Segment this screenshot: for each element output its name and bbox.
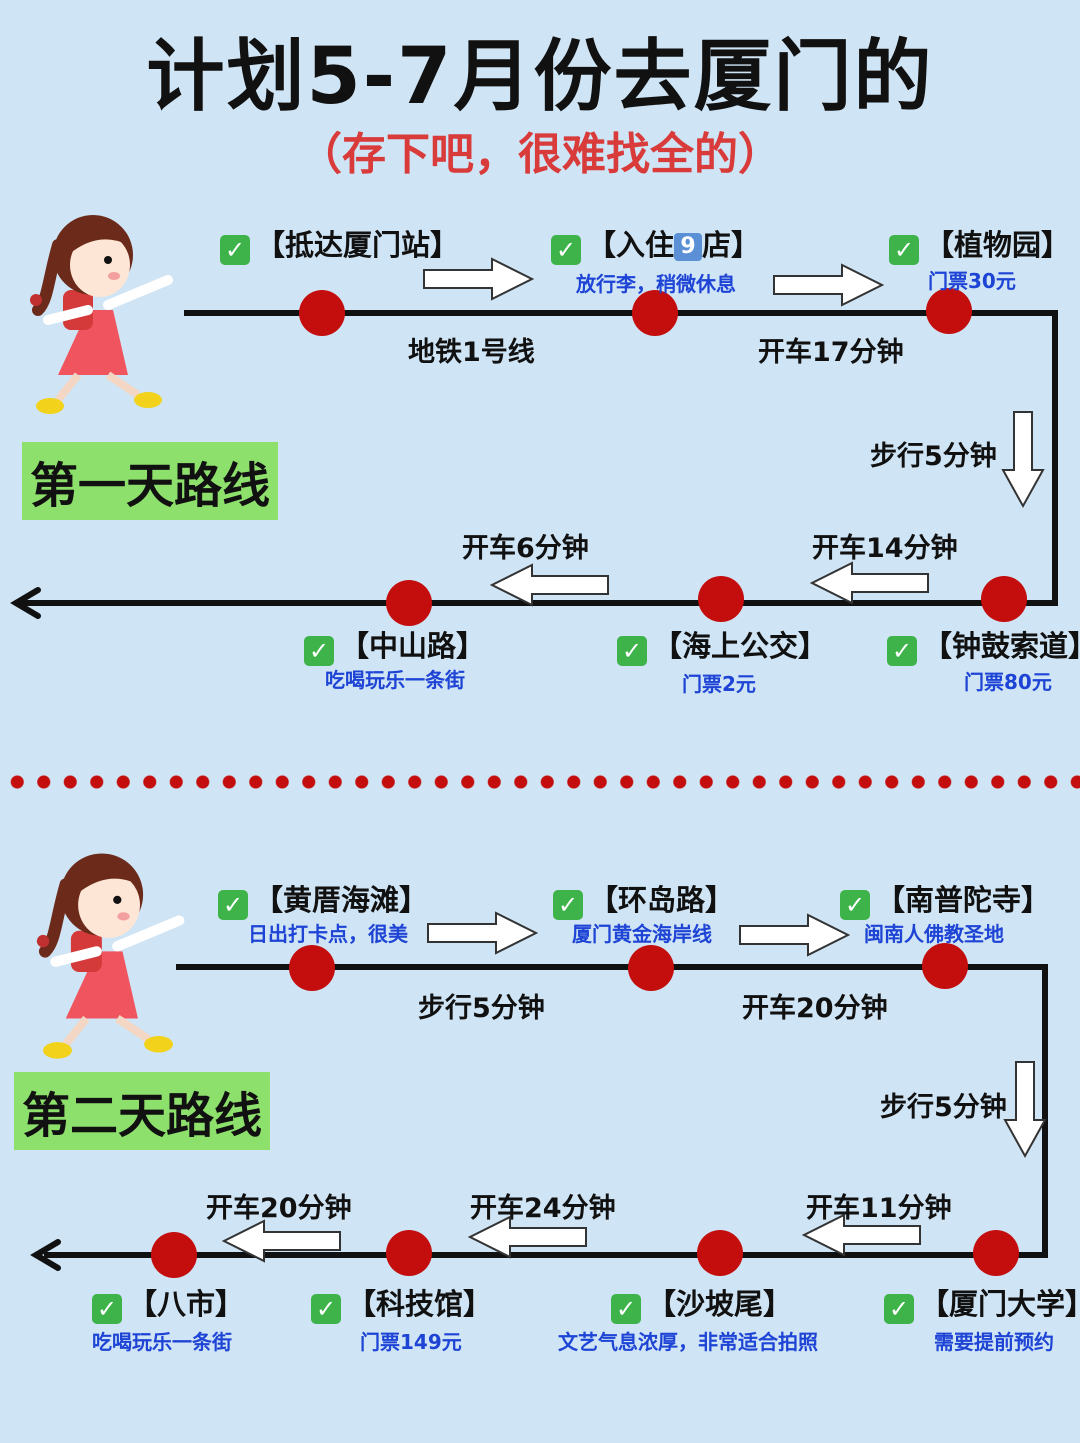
day1-stop-note: 吃喝玩乐一条街 xyxy=(325,668,465,692)
day1-segment-label: 开车14分钟 xyxy=(812,533,958,564)
day1-stop-note: 门票2元 xyxy=(682,672,756,696)
check-mark-icon: ✓ xyxy=(889,235,919,265)
day1-stop-dot xyxy=(926,288,972,334)
day1-stop-note: 放行李，稍微休息 xyxy=(576,272,736,296)
day1-route-line-bottom xyxy=(22,600,1058,606)
day2-stop-note: 日出打卡点，很美 xyxy=(248,922,408,946)
day2-stop-name: ✓【沙坡尾】 xyxy=(611,1281,792,1324)
hollow-arrow-right-icon xyxy=(739,913,851,957)
day1-stop-dot xyxy=(299,290,345,336)
check-mark-icon: ✓ xyxy=(218,890,248,920)
route-end-arrowhead-icon xyxy=(10,587,41,619)
day1-stop-name: ✓【海上公交】 xyxy=(617,623,827,666)
day2-segment-label: 开车11分钟 xyxy=(806,1193,952,1224)
day1-stop-dot xyxy=(698,576,744,622)
day2-stop-name: ✓【厦门大学】 xyxy=(884,1281,1080,1324)
hollow-arrow-left-icon xyxy=(489,563,609,607)
day1-stop-dot xyxy=(632,290,678,336)
day2-stop-dot xyxy=(697,1230,743,1276)
day2-stop-dot xyxy=(386,1230,432,1276)
day1-route-line-top xyxy=(184,310,1058,316)
hollow-arrow-right-icon xyxy=(773,263,885,307)
day2-label: 第二天路线 xyxy=(14,1072,271,1150)
day2-stop-name: ✓【八市】 xyxy=(92,1281,244,1324)
page-subtitle: （存下吧，很难找全的） xyxy=(298,129,782,180)
day1-stop-dot xyxy=(386,580,432,626)
check-mark-icon: ✓ xyxy=(551,235,581,265)
day1-stop-dot xyxy=(981,576,1027,622)
hollow-arrow-down-icon xyxy=(1001,411,1045,509)
day1-stop-name: ✓【抵达厦门站】 xyxy=(220,222,459,265)
check-mark-icon: ✓ xyxy=(617,636,647,666)
day2-stop-name: ✓【黄厝海滩】 xyxy=(218,877,428,920)
day2-stop-name: ✓【环岛路】 xyxy=(553,877,734,920)
hollow-arrow-left-icon xyxy=(801,1213,921,1257)
day2-stop-name: ✓【科技馆】 xyxy=(311,1281,492,1324)
day2-route-line-right xyxy=(1042,964,1048,1258)
day1-segment-label: 地铁1号线 xyxy=(408,337,535,368)
day2-route-line-top xyxy=(176,964,1048,970)
day1-segment-label: 开车17分钟 xyxy=(758,337,904,368)
day2-segment-label: 开车24分钟 xyxy=(470,1193,616,1224)
page-title: 计划5-7月份去厦门的 xyxy=(146,32,934,122)
day1-stop-note: 门票30元 xyxy=(928,269,1016,293)
girl-walking-illustration xyxy=(36,853,185,1059)
day2-segment-label: 步行5分钟 xyxy=(880,1092,1007,1123)
day2-stop-note: 闽南人佛教圣地 xyxy=(864,922,1004,946)
check-mark-icon: ✓ xyxy=(304,636,334,666)
check-mark-icon: ✓ xyxy=(553,890,583,920)
day2-stop-dot xyxy=(151,1232,197,1278)
day2-stop-note: 文艺气息浓厚，非常适合拍照 xyxy=(558,1330,818,1354)
day2-stop-note: 门票149元 xyxy=(360,1330,462,1354)
day2-stop-dot xyxy=(973,1230,1019,1276)
hollow-arrow-left-icon xyxy=(221,1219,341,1263)
day1-route-line-right xyxy=(1052,310,1058,606)
hollow-arrow-down-icon xyxy=(1003,1061,1047,1159)
day2-stop-note: 厦门黄金海岸线 xyxy=(572,922,712,946)
hollow-arrow-right-icon xyxy=(427,911,539,955)
hollow-arrow-left-icon xyxy=(809,561,929,605)
day2-segment-label: 开车20分钟 xyxy=(742,993,888,1024)
day2-stop-dot xyxy=(289,945,335,991)
day1-segment-label: 步行5分钟 xyxy=(870,441,997,472)
day2-stop-dot xyxy=(922,943,968,989)
hollow-arrow-left-icon xyxy=(467,1215,587,1259)
route-end-arrowhead-icon xyxy=(30,1239,61,1271)
day1-stop-name: ✓【植物园】 xyxy=(889,222,1070,265)
check-mark-icon: ✓ xyxy=(220,235,250,265)
check-mark-icon: ✓ xyxy=(611,1294,641,1324)
day2-stop-name: ✓【南普陀寺】 xyxy=(840,877,1050,920)
day1-stop-name: ✓【钟鼓索道】 xyxy=(887,623,1080,666)
day2-segment-label: 步行5分钟 xyxy=(418,993,545,1024)
check-mark-icon: ✓ xyxy=(311,1294,341,1324)
day2-route-line-bottom xyxy=(44,1252,1048,1258)
day1-stop-name: ✓【中山路】 xyxy=(304,623,485,666)
day2-stop-dot xyxy=(628,945,674,991)
check-mark-icon: ✓ xyxy=(92,1294,122,1324)
dotted-divider xyxy=(4,774,1080,790)
day1-stop-note: 门票80元 xyxy=(964,670,1052,694)
check-mark-icon: ✓ xyxy=(840,890,870,920)
check-mark-icon: ✓ xyxy=(887,636,917,666)
hollow-arrow-right-icon xyxy=(423,257,535,301)
day1-segment-label: 开车6分钟 xyxy=(462,533,589,564)
keycap-nine-icon: 9 xyxy=(674,233,703,261)
girl-walking-illustration xyxy=(30,215,173,414)
day2-stop-note: 吃喝玩乐一条街 xyxy=(92,1330,232,1354)
check-mark-icon: ✓ xyxy=(884,1294,914,1324)
day1-label: 第一天路线 xyxy=(22,442,279,520)
day2-stop-note: 需要提前预约 xyxy=(934,1330,1054,1354)
day2-segment-label: 开车20分钟 xyxy=(206,1193,352,1224)
